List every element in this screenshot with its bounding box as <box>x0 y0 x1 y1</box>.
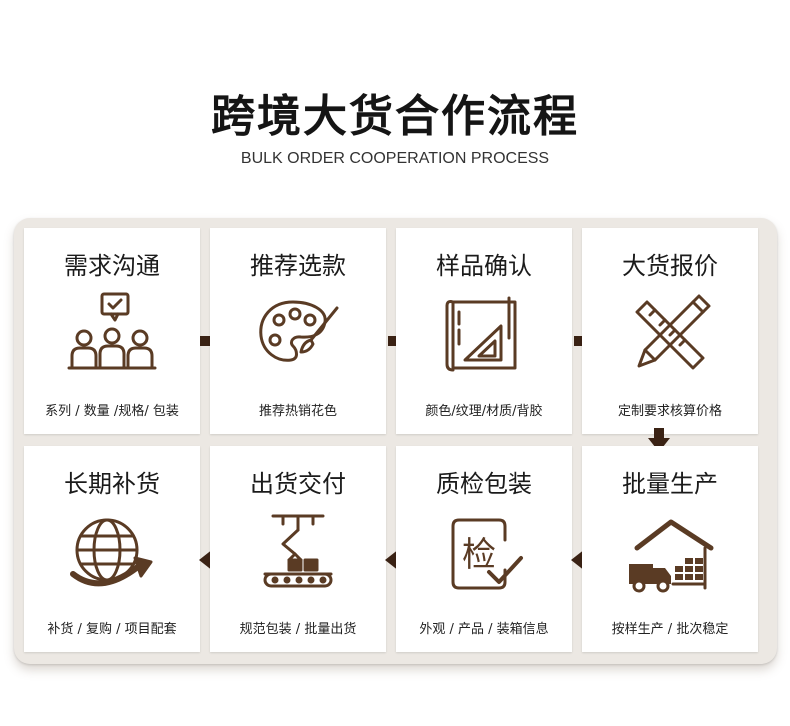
warehouse-truck-icon <box>625 508 715 598</box>
step-desc: 外观 / 产品 / 装箱信息 <box>419 622 549 637</box>
step-title: 样品确认 <box>436 252 532 280</box>
pencil-ruler-icon <box>625 290 715 380</box>
step-title: 长期补货 <box>64 470 160 498</box>
step-desc: 按样生产 / 批次稳定 <box>611 622 729 637</box>
robot-conveyor-icon <box>253 508 343 598</box>
step-desc: 推荐热销花色 <box>258 404 337 419</box>
step-desc: 定制要求核算价格 <box>617 404 722 419</box>
step-card-recommend-styles: 推荐选款 推荐热销花色 <box>210 228 386 434</box>
step-desc: 系列 / 数量 /规格/ 包装 <box>45 404 179 419</box>
step-title: 批量生产 <box>622 470 718 498</box>
page-title: 跨境大货合作流程 <box>211 91 579 142</box>
step-card-mass-production: 批量生产 按样生产 / 批次稳定 <box>582 446 758 652</box>
step-title: 推荐选款 <box>250 252 346 280</box>
inspection-icon: 检 <box>439 508 529 598</box>
step-title: 质检包装 <box>436 470 532 498</box>
palette-icon <box>253 290 343 380</box>
blueprint-icon <box>439 290 529 380</box>
step-title: 需求沟通 <box>64 252 160 280</box>
step-card-shipment-delivery: 出货交付 规范包装 / 批量出货 <box>210 446 386 652</box>
globe-arrow-icon <box>67 508 157 598</box>
page-subtitle: BULK ORDER COOPERATION PROCESS <box>240 150 550 167</box>
team-chat-icon <box>67 290 157 380</box>
step-desc: 规范包装 / 批量出货 <box>239 622 357 637</box>
step-card-qc-packing: 质检包装 检 外观 / 产品 / 装箱信息 <box>396 446 572 652</box>
inspection-stamp-label: 检 <box>462 535 496 575</box>
step-title: 出货交付 <box>250 470 346 498</box>
process-board: 需求沟通 系列 / 数量 /规格/ 包装 推荐选款 <box>14 218 777 664</box>
step-title: 大货报价 <box>622 252 718 280</box>
step-card-bulk-quote: 大货报价 定制要求核算价格 <box>582 228 758 434</box>
step-card-demand-communication: 需求沟通 系列 / 数量 /规格/ 包装 <box>24 228 200 434</box>
step-desc: 补货 / 复购 / 项目配套 <box>47 622 177 637</box>
arrow-down-icon <box>648 428 670 452</box>
step-desc: 颜色/纹理/材质/背胶 <box>425 404 543 419</box>
step-card-sample-confirm: 样品确认 颜色/纹理/材质/背胶 <box>396 228 572 434</box>
step-card-long-term-restock: 长期补货 补货 / 复购 / 项目配套 <box>24 446 200 652</box>
